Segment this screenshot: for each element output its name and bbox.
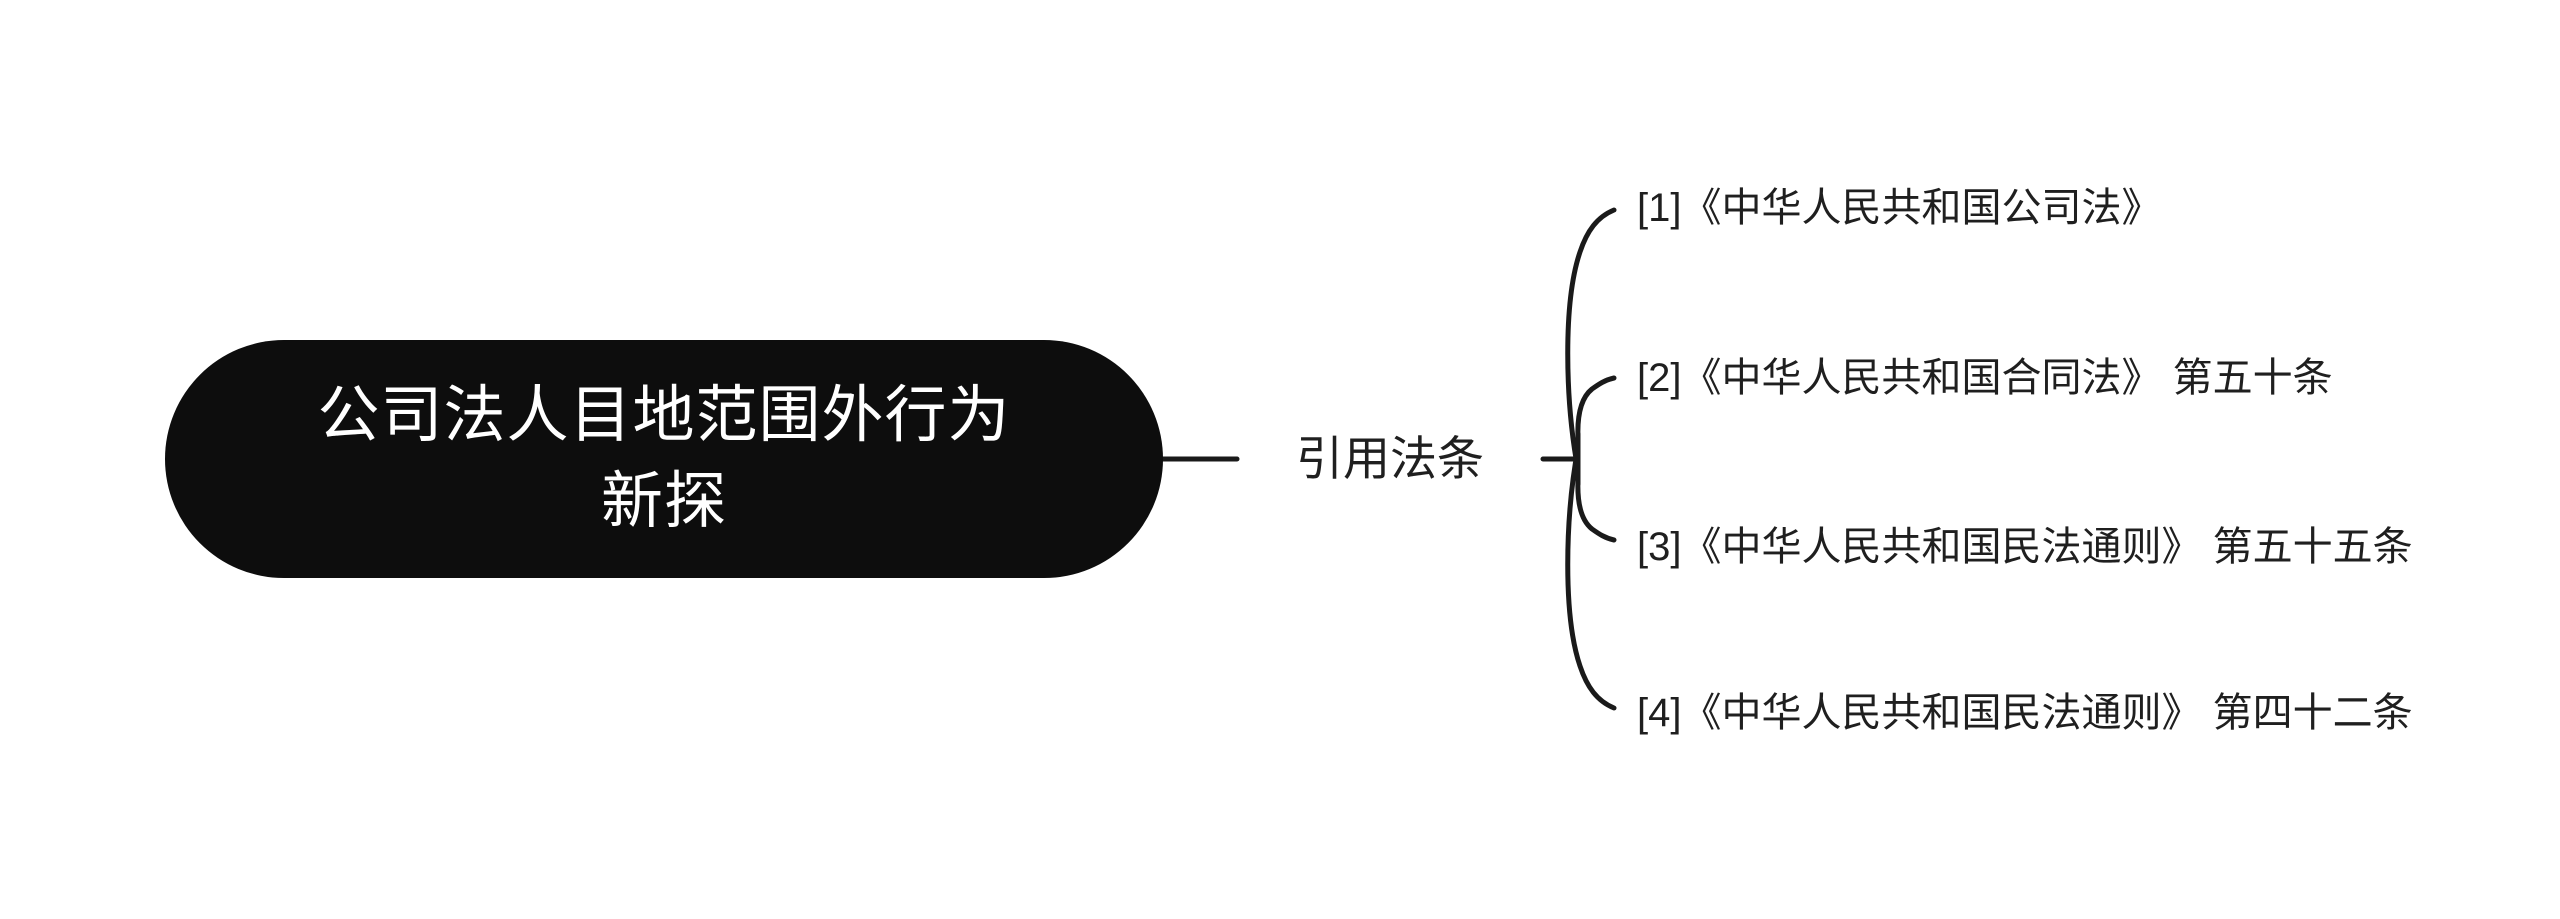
brace-branch-3 <box>1575 477 1617 543</box>
brace-branch-4 <box>1565 445 1617 711</box>
root-node-title-line1: 公司法人目地范围外行为 <box>317 381 1011 450</box>
root-node-title-line2: 新探 <box>600 467 727 536</box>
leaf-node-citation-1[interactable]: [1]《中华人民共和国公司法》 <box>1637 186 2162 230</box>
leaf-node-citation-2[interactable]: [2]《中华人民共和国合同法》 第五十条 <box>1637 356 2333 400</box>
brace-branch-1 <box>1565 207 1617 473</box>
branch-node-citations[interactable]: 引用法条 <box>1296 432 1484 485</box>
brace-branch-2 <box>1575 375 1617 441</box>
leaf-node-citation-3[interactable]: [3]《中华人民共和国民法通则》 第五十五条 <box>1637 525 2413 569</box>
root-node[interactable]: 公司法人目地范围外行为 新探 <box>165 340 1163 578</box>
leaf-node-citation-4[interactable]: [4]《中华人民共和国民法通则》 第四十二条 <box>1637 691 2413 735</box>
